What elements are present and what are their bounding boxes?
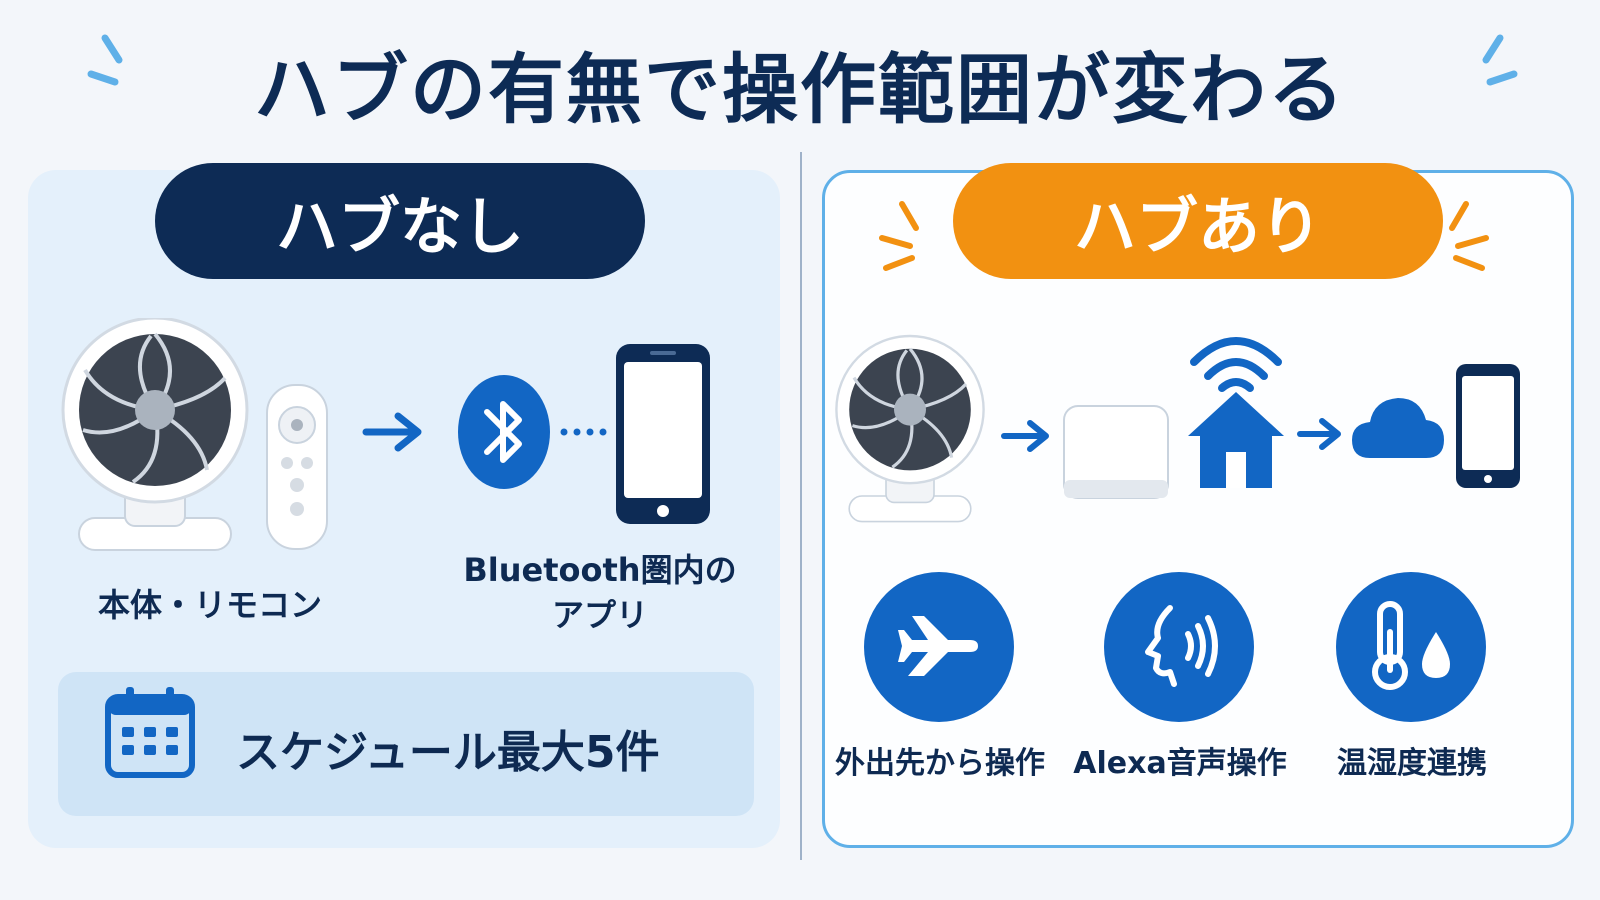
smart-hub-device-icon	[1063, 405, 1169, 499]
cloud-icon	[1352, 398, 1444, 458]
circulator-fan-icon	[835, 334, 985, 523]
arrow-right-icon	[1297, 418, 1341, 450]
bluetooth-app-label-line2: アプリ	[551, 596, 648, 634]
burst-lines-right-icon	[1482, 34, 1518, 86]
smartphone-icon	[616, 344, 710, 524]
remote-control-icon	[266, 384, 328, 550]
schedule-limit-text: スケジュール最大5件	[236, 727, 660, 778]
burst-lines-orange-right-icon	[1449, 201, 1489, 271]
smartphone-icon	[1456, 364, 1520, 488]
feature-label-alexa: Alexa音声操作	[1073, 746, 1287, 781]
airplane-icon	[898, 616, 978, 676]
arrow-right-icon	[362, 412, 422, 452]
feature-label-remote: 外出先から操作	[835, 746, 1045, 781]
with-hub-heading: ハブあり	[953, 163, 1443, 279]
climate-feature-badge	[1336, 572, 1486, 722]
feature-label-climate: 温湿度連携	[1337, 746, 1487, 781]
center-divider	[800, 152, 802, 860]
remote-control-feature-badge	[864, 572, 1014, 722]
voice-control-feature-badge	[1104, 572, 1254, 722]
burst-lines-left-icon	[87, 34, 123, 86]
arrow-right-icon	[1001, 420, 1049, 452]
thermometer-humidity-icon	[1372, 601, 1450, 690]
device-remote-label: 本体・リモコン	[97, 586, 322, 624]
circulator-fan-icon	[61, 318, 249, 551]
page-title: ハブの有無で操作範囲が変わる	[254, 45, 1346, 134]
bluetooth-app-label-line1: Bluetooth圏内の	[463, 551, 737, 589]
burst-lines-orange-left-icon	[879, 201, 919, 271]
voice-icon	[1145, 605, 1218, 687]
bluetooth-icon	[458, 375, 550, 489]
connection-dots	[560, 428, 607, 436]
calendar-icon	[105, 687, 195, 778]
without-hub-heading: ハブなし	[155, 163, 645, 279]
home-wifi-icon	[1188, 337, 1284, 488]
